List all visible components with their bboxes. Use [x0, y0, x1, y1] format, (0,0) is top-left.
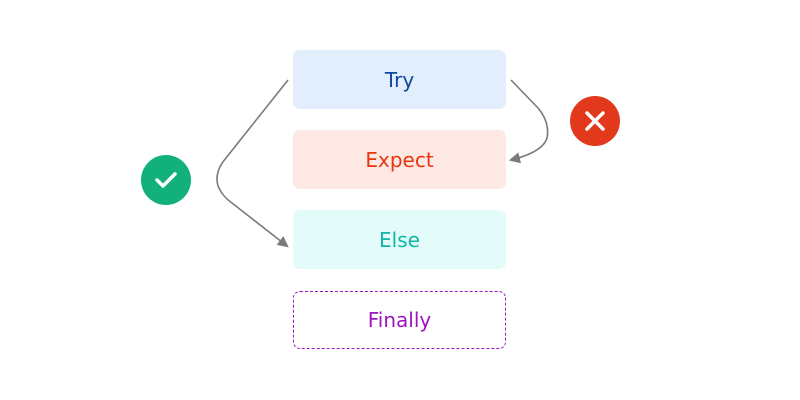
try-label: Try [384, 67, 415, 92]
close-icon [585, 111, 605, 131]
expect-label: Expect [365, 147, 434, 172]
failure-path-arrow [508, 79, 549, 164]
expect-block: Expect [293, 130, 506, 189]
else-label: Else [379, 227, 420, 252]
finally-label: Finally [367, 308, 432, 332]
success-badge [141, 155, 191, 205]
success-path-arrow [216, 79, 289, 248]
else-block: Else [293, 210, 506, 269]
failure-badge [570, 96, 620, 146]
check-icon [155, 172, 177, 188]
finally-block: Finally [293, 291, 506, 349]
try-block: Try [293, 50, 506, 109]
